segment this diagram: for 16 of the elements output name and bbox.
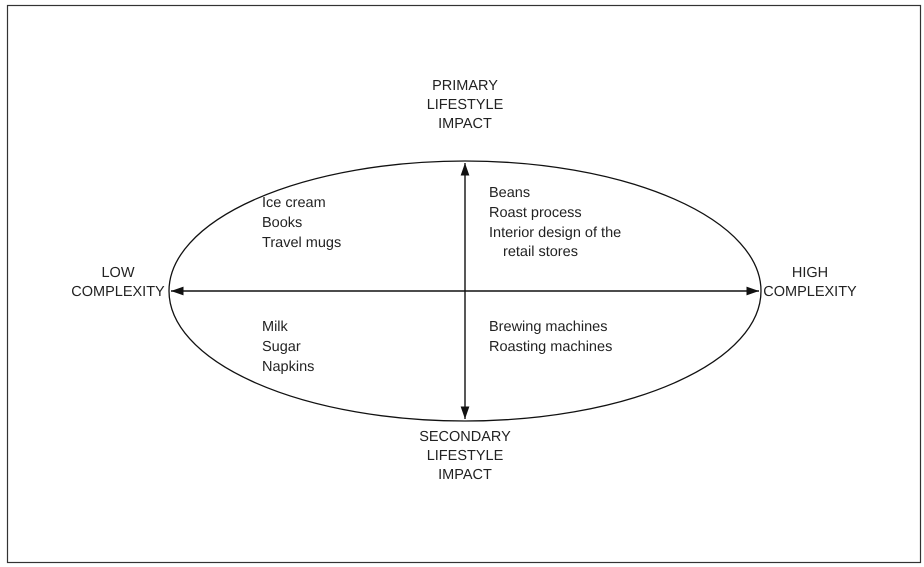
axis-label: LOW COMPLEXITY (70, 264, 166, 302)
list-item: Beans (489, 184, 532, 203)
list-item: Books (262, 214, 304, 233)
list-item: Ice cream (262, 194, 327, 213)
list-item: Sugar (262, 338, 302, 357)
list-item: Interior design of the retail stores (489, 224, 622, 262)
axis-label: PRIMARY LIFESTYLE IMPACT (426, 77, 504, 134)
list-item: Milk (262, 318, 289, 337)
ellipse-outline (168, 160, 762, 422)
list-item: Napkins (262, 358, 316, 377)
axis-label: HIGH COMPLEXITY (762, 264, 858, 302)
list-item: Roasting machines (489, 338, 614, 357)
list-item: Brewing machines (489, 318, 608, 337)
axis-label: SECONDARY LIFESTYLE IMPACT (418, 428, 512, 485)
list-item: Travel mugs (262, 234, 342, 253)
list-item: Roast process (489, 204, 583, 223)
